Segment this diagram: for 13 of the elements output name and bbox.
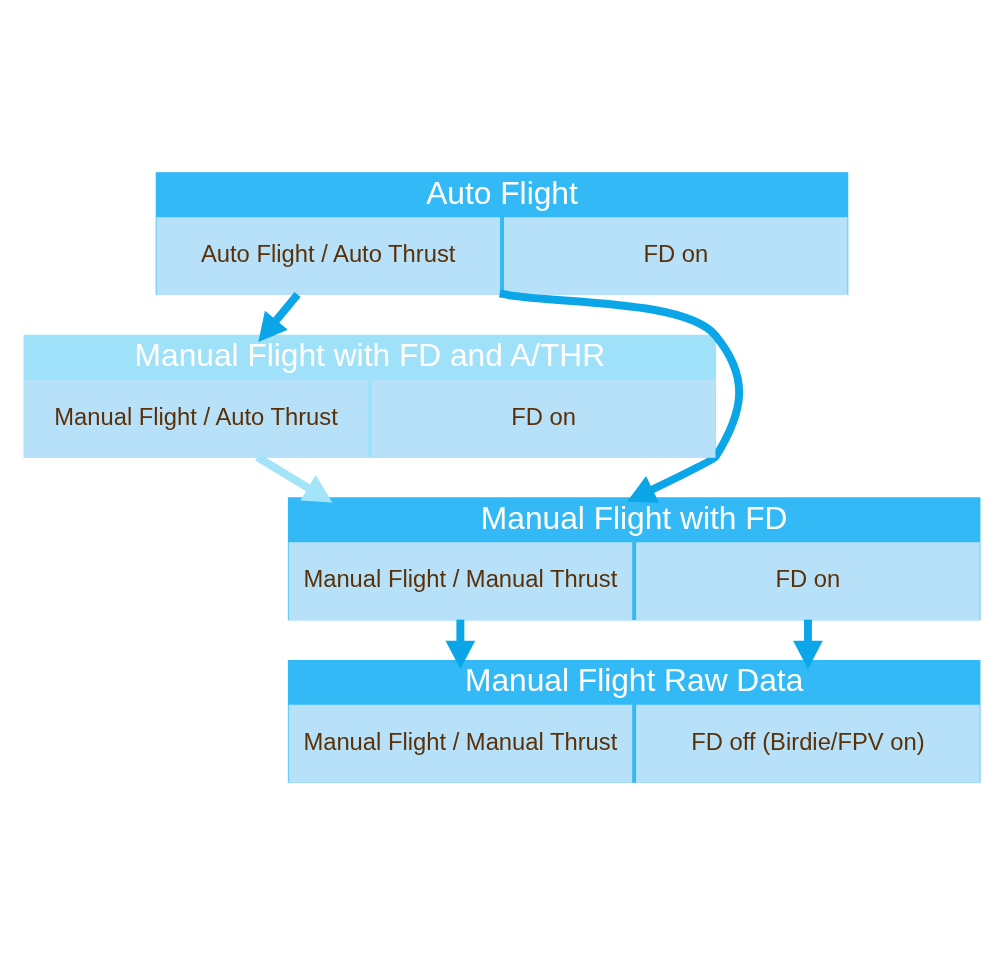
arrow <box>793 619 823 669</box>
arrow <box>498 288 743 503</box>
node-box: FD off (Birdie/FPV on) <box>636 704 980 783</box>
node-box: Manual Flight / Auto Thrust <box>24 379 368 458</box>
node-box: FD on <box>371 379 716 458</box>
arrow <box>445 619 476 669</box>
node-box: Manual Flight / Manual Thrust <box>288 541 633 620</box>
node-box: Auto Flight / Auto Thrust <box>156 216 501 295</box>
node-box: FD on <box>503 216 848 295</box>
arrow <box>255 453 333 502</box>
node-box: FD on <box>636 541 980 620</box>
node-box: Manual Flight / Manual Thrust <box>288 704 633 783</box>
arrow <box>258 291 301 342</box>
